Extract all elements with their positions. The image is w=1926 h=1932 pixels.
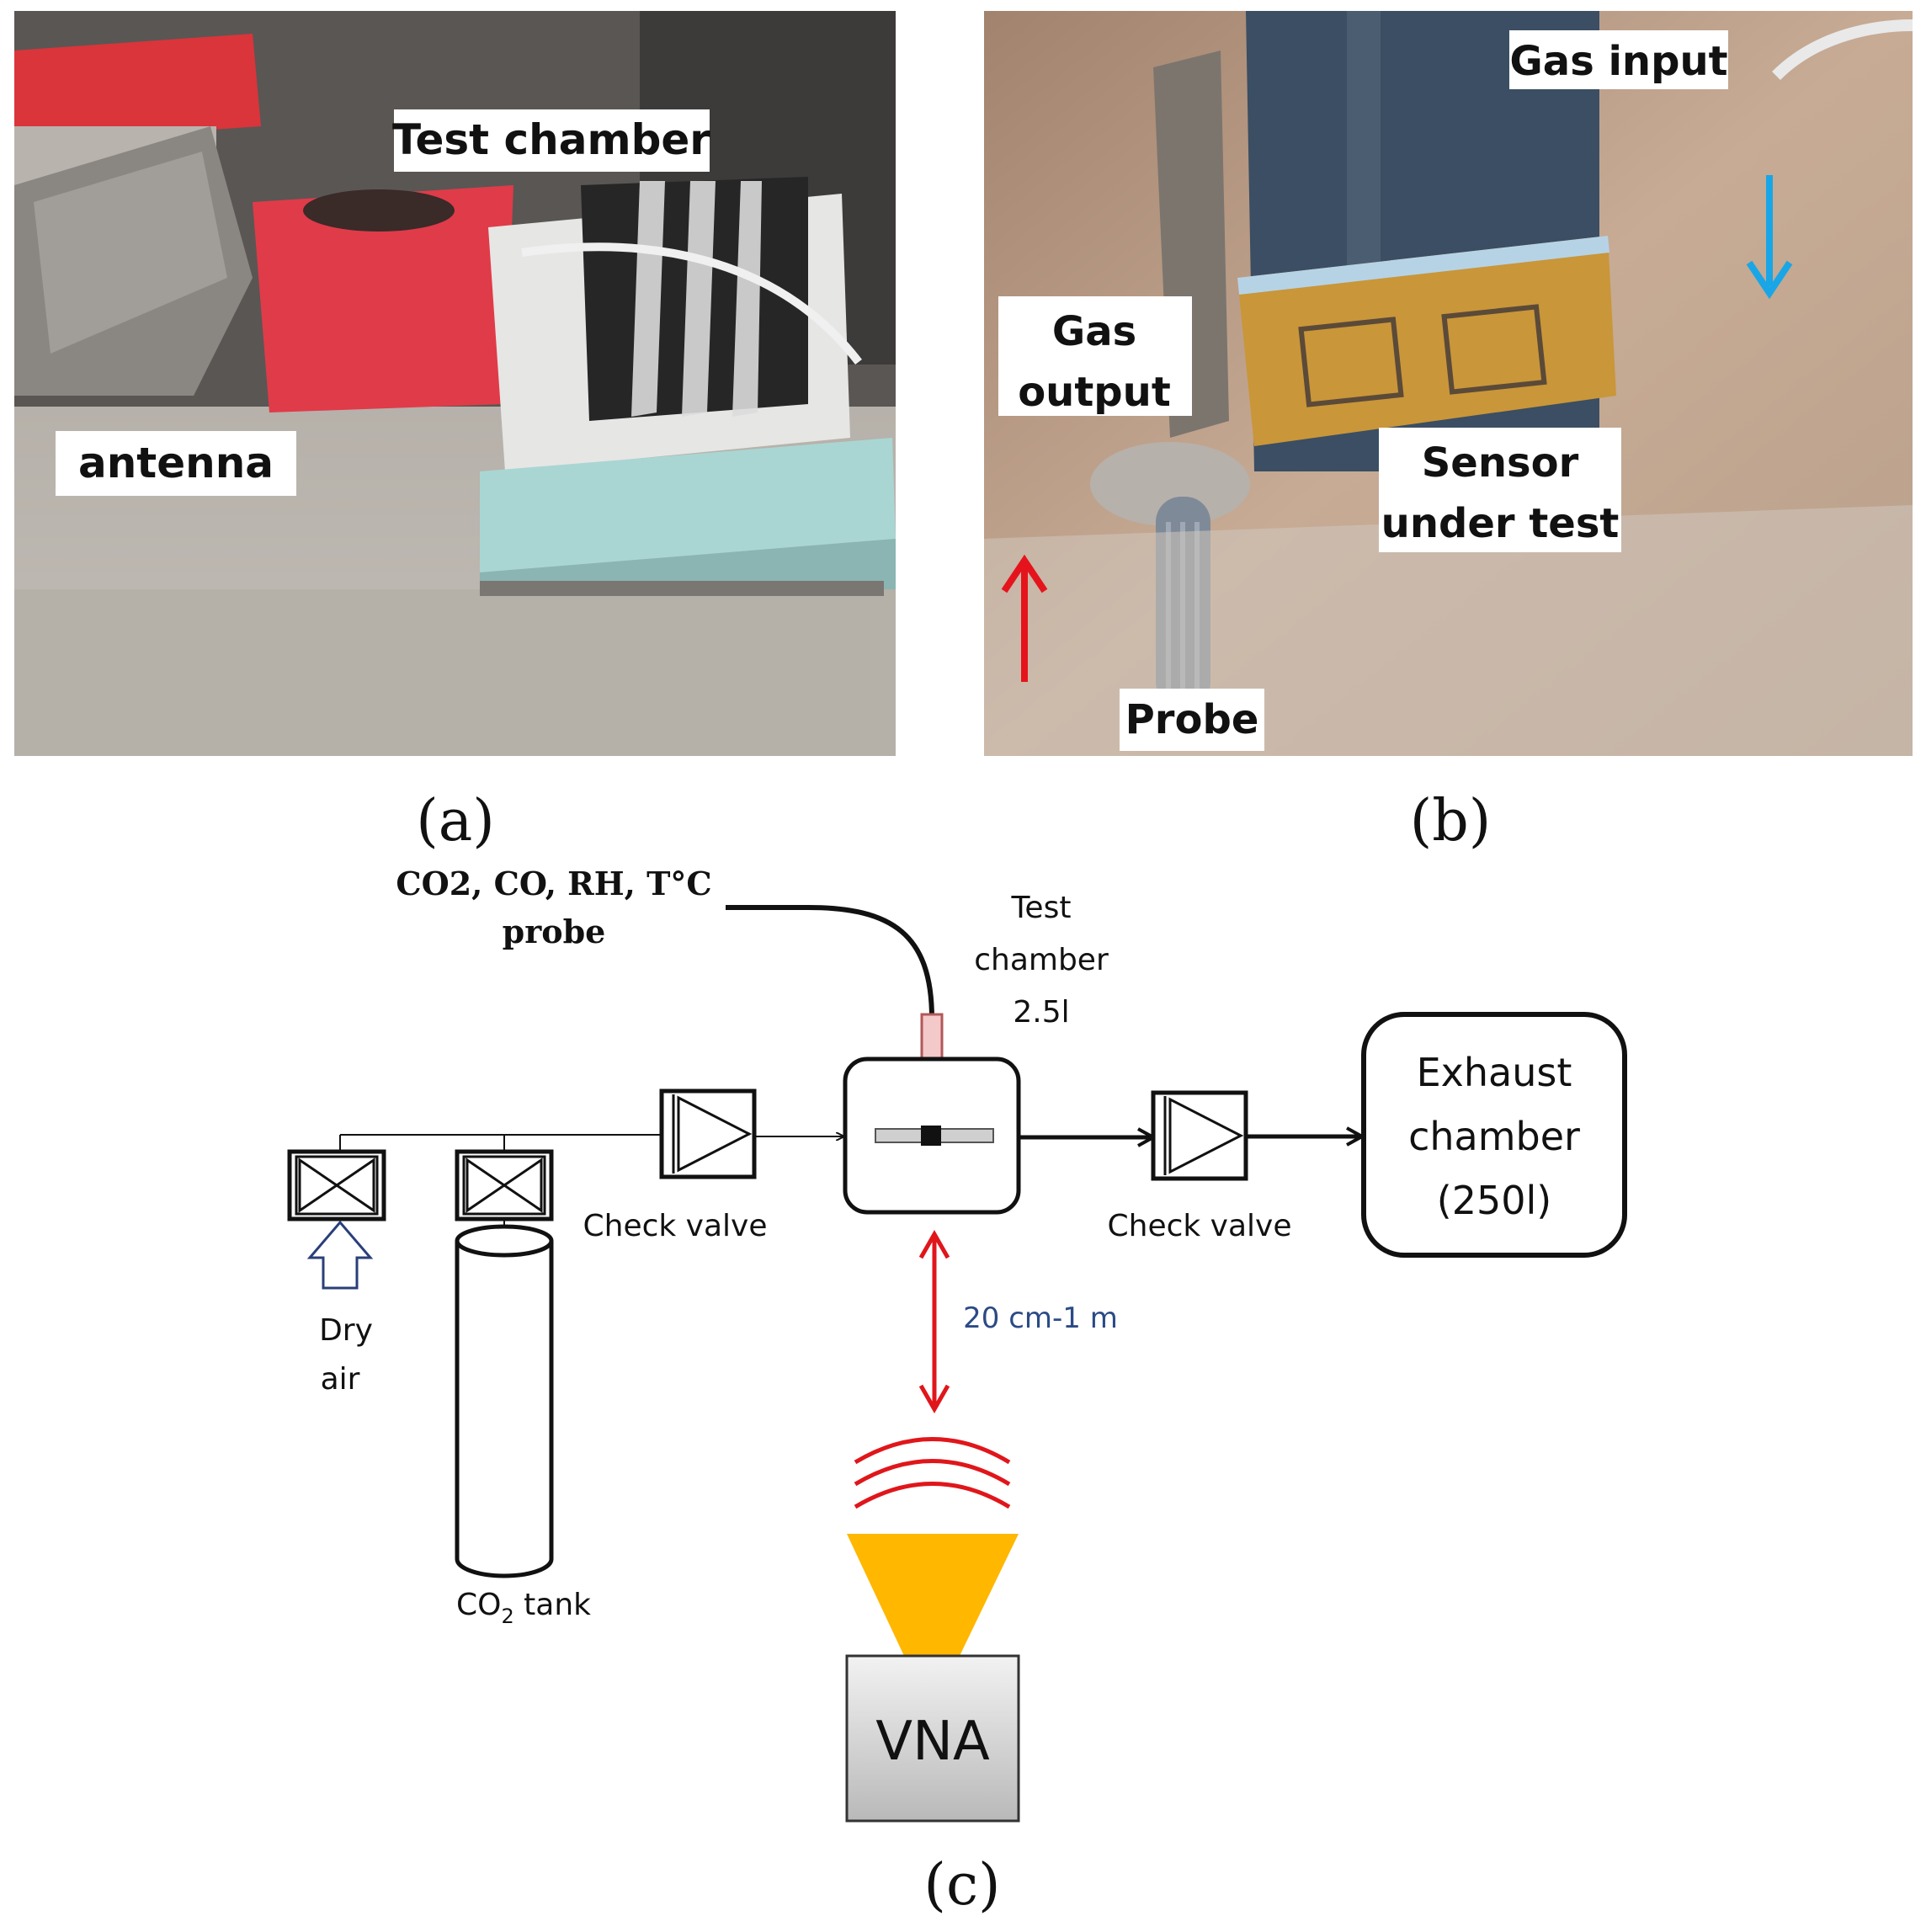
label-gas-output-line2: output — [1018, 369, 1171, 416]
caption-a: (a) — [416, 788, 495, 854]
check-valve-left-label: Check valve — [583, 1209, 767, 1243]
caption-c: (c) — [923, 1852, 1000, 1919]
test-chamber-label-line1: Test — [1011, 891, 1072, 925]
probe-label-line1: CO2, CO, RH, T°C — [396, 865, 711, 902]
test-chamber-label-line3: 2.5l — [1013, 995, 1069, 1030]
check-valve-right-icon — [1151, 1090, 1248, 1181]
label-gas-output-line1: Gas — [1052, 308, 1136, 355]
label-sensor-line1: Sensor — [1422, 439, 1579, 487]
label-probe: Probe — [1125, 696, 1259, 743]
caption-b: (b) — [1410, 788, 1492, 854]
exhaust-label-line3: (250l) — [1437, 1178, 1551, 1223]
exhaust-chamber-box — [1361, 1012, 1627, 1258]
label-sensor-line2: under test — [1381, 500, 1620, 547]
panel-c-schematic: CO2, CO, RH, T°C probe Test chamber 2.5l — [287, 865, 1627, 1823]
label-antenna: antenna — [78, 439, 274, 487]
dry-air-label-line1: Dry — [319, 1313, 373, 1348]
test-chamber-label-line2: chamber — [974, 943, 1109, 977]
dry-air-label-line2: air — [321, 1362, 360, 1397]
dry-air-arrow-icon — [306, 1220, 374, 1290]
distance-label: 20 cm-1 m — [963, 1301, 1118, 1335]
vna-label: VNA — [875, 1711, 990, 1773]
label-gas-input: Gas input — [1509, 38, 1727, 85]
co2-tank-icon — [455, 1224, 554, 1578]
vna-box — [845, 1654, 1020, 1823]
probe-cable — [726, 905, 934, 1019]
check-valve-left-icon — [659, 1088, 757, 1179]
horn-antenna-icon — [847, 1534, 1019, 1656]
dry-air-valve-icon — [287, 1149, 386, 1221]
panel-b-photo: Gas input Gas output Sensor under test P… — [984, 11, 1913, 756]
panel-a-photo: Test chamber antenna — [14, 11, 896, 756]
sensor-chip — [921, 1126, 941, 1146]
exhaust-label-line1: Exhaust — [1417, 1050, 1572, 1095]
co2-tank-label: CO2 tank — [456, 1588, 591, 1628]
label-test-chamber: Test chamber — [392, 115, 710, 164]
radio-wave-icon — [854, 1437, 1011, 1509]
exhaust-label-line2: chamber — [1408, 1114, 1580, 1159]
probe-label-line2: probe — [503, 913, 606, 950]
check-valve-right-label: Check valve — [1107, 1209, 1291, 1243]
distance-arrow-icon — [918, 1229, 950, 1414]
co2-valve-icon — [455, 1149, 554, 1221]
